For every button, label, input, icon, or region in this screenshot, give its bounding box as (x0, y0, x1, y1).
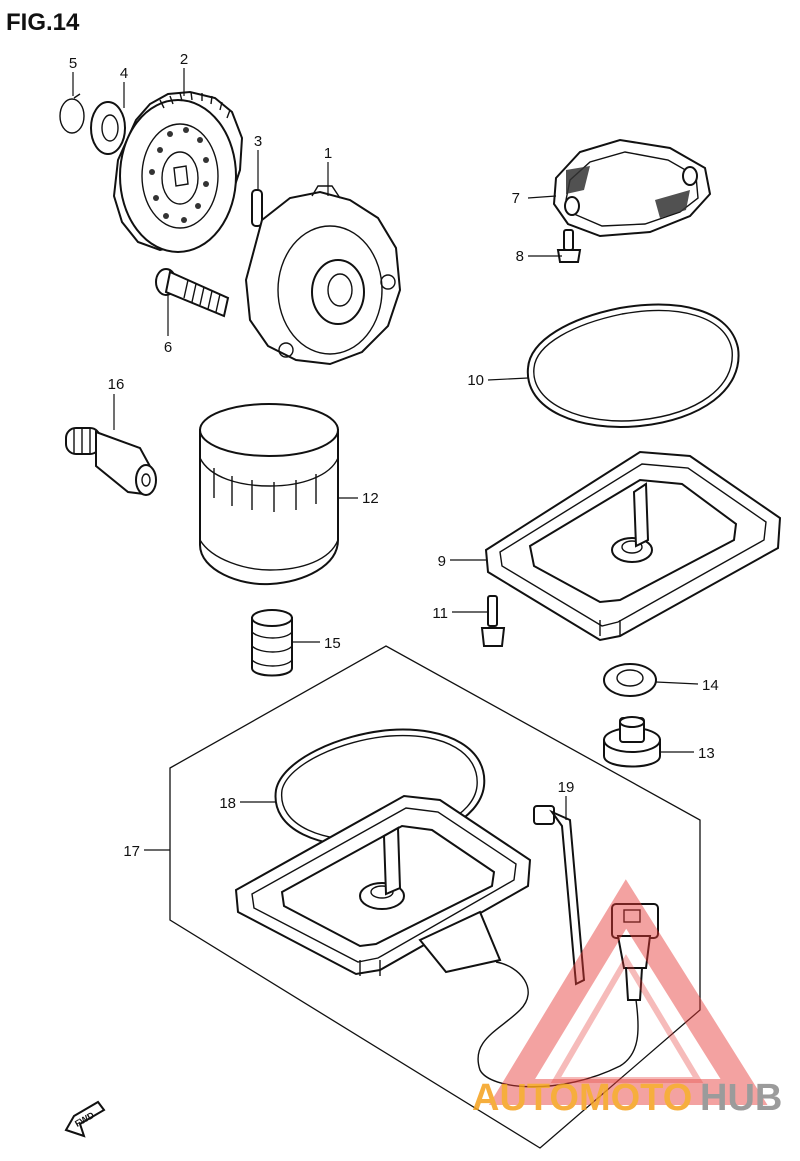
oil-filter-12 (199, 403, 339, 586)
callout-18: 18 (219, 795, 236, 812)
bolt-8 (556, 229, 582, 263)
callout-10: 10 (467, 372, 484, 389)
callout-14: 14 (702, 677, 719, 694)
washer-4 (90, 101, 126, 155)
callout-19: 19 (558, 779, 575, 796)
gasket-10 (526, 303, 740, 428)
callout-11: 11 (432, 605, 448, 622)
oil-strainer-7 (552, 138, 712, 238)
oil-pan-assembly-17 (234, 794, 639, 1088)
callout-2: 2 (180, 51, 188, 68)
callout-3: 3 (254, 133, 262, 150)
callout-15: 15 (324, 635, 341, 652)
bolt-11 (480, 595, 506, 647)
oil-pan-9 (484, 450, 782, 642)
callout-4: 4 (120, 65, 128, 82)
figure-title: FIG.14 (6, 9, 80, 36)
callout-12: 12 (362, 490, 379, 507)
fwd-arrow-icon: FWD (64, 1100, 106, 1138)
callout-7: 7 (512, 190, 520, 207)
callout-13: 13 (698, 745, 715, 762)
oil-pump-1 (244, 185, 402, 366)
oil-pressure-switch-16 (65, 427, 157, 496)
gasket-washer-14 (603, 663, 657, 697)
watermark-text-part2: HUB (700, 1077, 782, 1119)
callout-6: 6 (164, 339, 172, 356)
watermark-text-part1: AUTOMOTO (472, 1077, 692, 1119)
callout-9: 9 (438, 553, 446, 570)
callout-17: 17 (123, 843, 140, 860)
callout-8: 8 (516, 248, 524, 265)
oil-pump-driven-gear-2 (112, 90, 244, 253)
assembly-17-box (169, 645, 701, 1149)
snap-ring-5 (59, 93, 85, 134)
oil-level-sensor-19 (533, 805, 659, 1001)
oil-filter-element-15 (251, 609, 293, 677)
watermark-logo: AUTOMOTO HUB (472, 879, 782, 1119)
drain-plug-13 (603, 716, 661, 768)
callout-16: 16 (108, 376, 125, 393)
bolt-6 (155, 268, 230, 318)
callout-1: 1 (324, 145, 332, 162)
leader-lines (72, 68, 699, 851)
pin-3 (251, 189, 263, 227)
callout-5: 5 (69, 55, 77, 72)
